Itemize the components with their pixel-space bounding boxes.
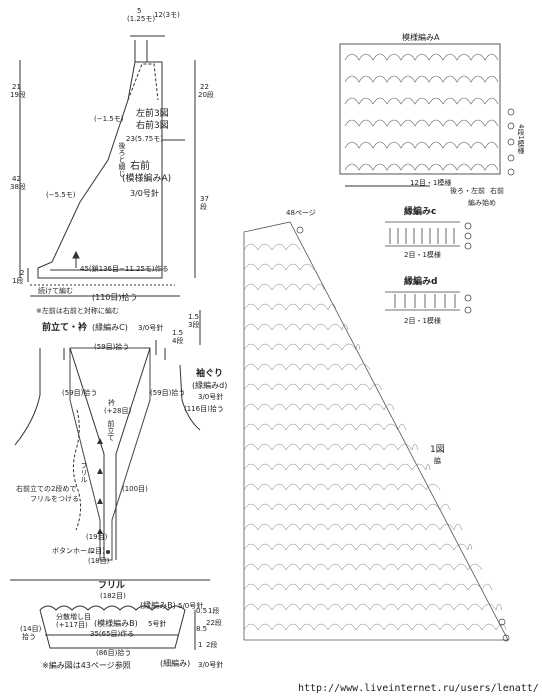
pattern-a-right-label: 右前 xyxy=(490,187,504,195)
pickup-19: (19目) xyxy=(86,533,108,541)
frill-note-1: 右前立ての2段めで xyxy=(16,485,77,493)
left-h3-label: 2 xyxy=(20,269,25,277)
left-h2-label: 42 xyxy=(12,175,21,183)
pattern-a-title: 模様編みA xyxy=(402,33,440,42)
collar-increase: (+28目) xyxy=(104,407,132,415)
frill-h2-rows: 22段 xyxy=(206,619,222,627)
front-band-outline xyxy=(69,347,151,561)
pattern-a-start: 編み始め xyxy=(468,199,496,207)
band-h1-rows: 3段 xyxy=(188,321,200,329)
pickup-left-label: (59目)拾う xyxy=(62,389,98,397)
frill-h1-rows: 1段 xyxy=(208,607,220,615)
big-chart-stitches xyxy=(243,243,507,631)
big-chart-fig: 1図 xyxy=(430,445,445,455)
piece-needle: 3/0号針 xyxy=(130,189,159,198)
frill-h3: 1 xyxy=(198,641,203,649)
frill-h3-rows: 2段 xyxy=(206,641,218,649)
pattern-a-repeat: 12目・1模様 xyxy=(410,179,452,187)
inner-width-label: 23(5.75モ) xyxy=(126,135,163,143)
frill-left-label: 拾う xyxy=(22,633,36,641)
pattern-c-title: 縁編みc xyxy=(404,207,437,217)
sleeve-pattern: (縁編みd) xyxy=(192,381,228,390)
frill-pattern-needle: 5号針 xyxy=(148,620,167,628)
decrease-1-label: (−1.5モ) xyxy=(94,115,124,123)
pickup-right-label: (59目)拾う xyxy=(150,389,186,397)
buttonhole-label: ボタンホール xyxy=(52,547,94,555)
right-h1-label: 22 xyxy=(200,83,209,91)
frill-bottom-edge: (細編み) xyxy=(160,659,191,668)
frill-pattern: (模様編みB) xyxy=(94,619,138,628)
frill-h1: 0.5 xyxy=(196,607,208,615)
pickup-18: (18目) xyxy=(88,557,110,565)
sleeve-needle: 3/0号針 xyxy=(198,393,224,401)
front-band-pattern: (縁編みC) xyxy=(92,323,128,332)
left-h3-rows: 1段 xyxy=(12,277,24,285)
frill-outline xyxy=(39,609,186,649)
band-h1: 1.5 xyxy=(188,313,200,321)
bottom-chain-label: 45(鎖136目−11.25モ)作る xyxy=(80,265,169,273)
top-width-label: 5 xyxy=(137,7,142,15)
continue-label: 続けて編む xyxy=(38,287,73,295)
pickup-top-label: (59目)拾う xyxy=(94,343,130,351)
frill-vertical-label: フリル xyxy=(80,462,88,483)
pattern-c-stitches xyxy=(385,221,472,250)
right-h2-label: 37 xyxy=(200,195,209,203)
sleeve-title: 袖ぐり xyxy=(196,369,224,379)
pattern-c-repeat: 2目・1模様 xyxy=(404,251,441,259)
seam-label: 後ろと綴じ xyxy=(118,142,126,177)
mirror-note: ※左前は右前と対称に編む xyxy=(36,307,119,315)
sleeve-pickup: (116目)拾う xyxy=(184,405,224,413)
frill-edge-needle: 5/0号針 xyxy=(178,602,204,610)
frill-chain: (86目)拾う xyxy=(96,649,132,657)
big-chart-outline xyxy=(243,221,509,641)
pattern-d-repeat: 2目・1模様 xyxy=(404,317,441,325)
pattern-d-title: 縁編みd xyxy=(404,277,438,287)
band-h2: 1.5 xyxy=(172,329,184,337)
frill-distribution: 分散増し目 xyxy=(56,613,91,621)
left-h1-label: 21 xyxy=(12,83,21,91)
frill-title: フリル xyxy=(98,581,126,591)
right-h1-rows: 20段 xyxy=(198,91,214,99)
big-chart-page-ref: 48ページ xyxy=(286,209,316,217)
frill-dist-increase: (+117目) xyxy=(56,621,88,629)
left-front-fig-label: 左前3図 xyxy=(136,109,169,119)
piece-name: 右前 xyxy=(130,161,150,172)
frill-pickup: (182目) xyxy=(100,592,126,600)
band-h2-rows: 4段 xyxy=(172,337,184,345)
base-stitches-label: (110目)拾う xyxy=(92,293,138,302)
right-front-fig-label: 右前3図 xyxy=(136,121,169,131)
decrease-2-label: (−5.5モ) xyxy=(46,191,76,199)
frill-note: ※編み図は43ページ参照 xyxy=(42,661,131,670)
pattern-a-rows: 4段1模様 xyxy=(517,124,525,154)
frill-edge: (縁編みB) xyxy=(140,601,176,610)
piece-pattern: (模様編みA) xyxy=(122,174,172,184)
pattern-d-stitches xyxy=(385,291,472,314)
right-h2-rows: 段 xyxy=(200,203,207,211)
frill-pattern-size: 35(65目)作る xyxy=(90,630,135,638)
pattern-a-stitches xyxy=(344,53,499,171)
left-h1-rows: 19段 xyxy=(10,91,26,99)
pickup-2: (2目) xyxy=(88,547,105,555)
right-front-outline xyxy=(37,40,163,279)
frill-h2: 8.5 xyxy=(196,625,208,633)
pickup-100: (100目) xyxy=(122,485,148,493)
pattern-a-back-label: 後ろ・左前 xyxy=(450,187,485,195)
front-band-vertical: 前立て xyxy=(107,420,115,441)
left-h2-rows: 38段 xyxy=(10,183,26,191)
top-width-cm-label: (1.25モ) xyxy=(127,15,156,23)
big-chart-side-label: 脇 xyxy=(434,457,441,465)
front-band-title: 前立て・衿 xyxy=(42,323,88,333)
source-url[interactable]: http://www.liveinternet.ru/users/lenatt/ xyxy=(298,683,539,694)
frill-bottom-needle: 3/0号針 xyxy=(198,661,224,669)
front-band-needle: 3/0号針 xyxy=(138,324,164,332)
collar-label: 衿 xyxy=(108,399,115,407)
top-step-label: 12(3モ) xyxy=(154,11,180,19)
frill-left-stitches: (14目) xyxy=(20,625,42,633)
frill-note-2: フリルをつける xyxy=(30,495,79,503)
